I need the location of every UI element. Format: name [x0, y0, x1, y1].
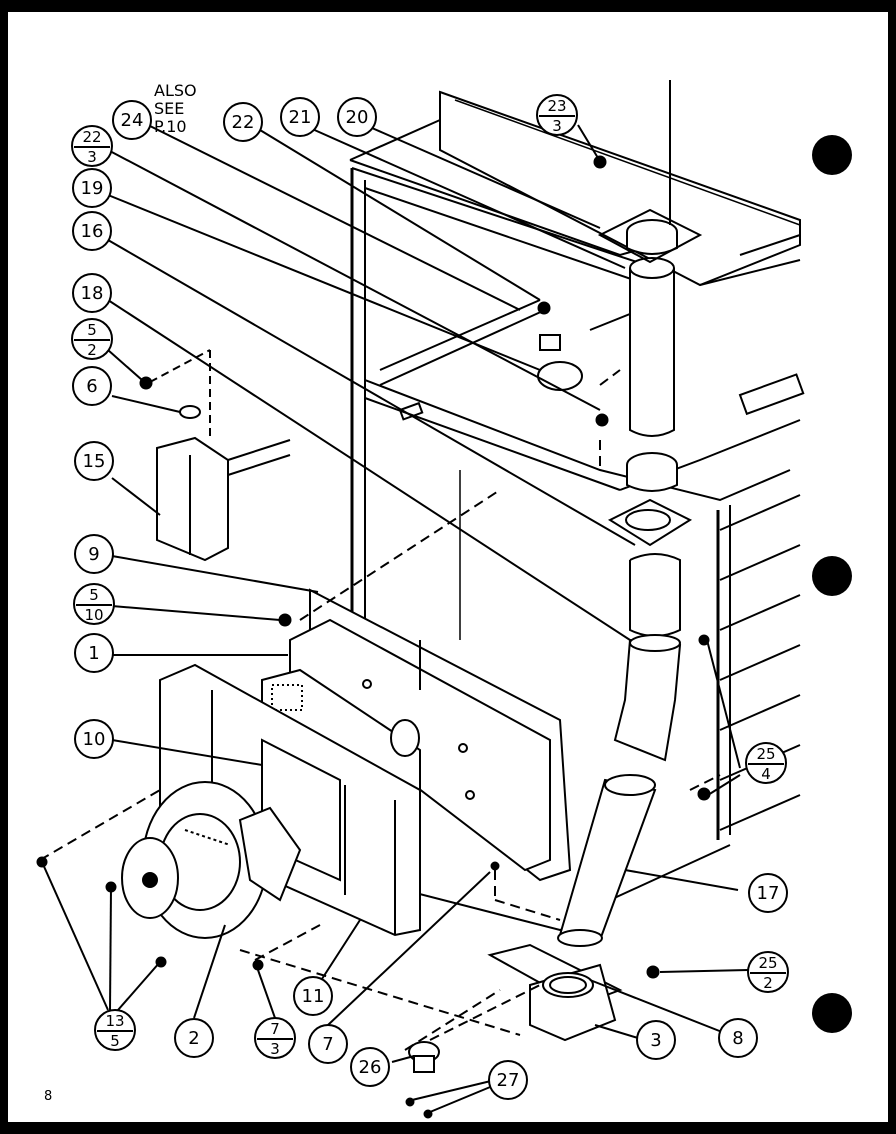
fraction-22-bottom: 3: [87, 148, 97, 166]
vent-base: [487, 943, 623, 1042]
fraction-5-2-top: 5: [87, 321, 97, 339]
heat-exchanger: [261, 588, 572, 882]
fraction-5-2-bottom: 2: [87, 341, 97, 359]
binder-hole-top: [812, 135, 852, 175]
callout-19: 19: [81, 178, 104, 199]
callout-8: 8: [732, 1028, 743, 1049]
callout-15: 15: [83, 451, 106, 472]
fraction-callouts: [71, 94, 789, 1059]
leader-lines: [41, 124, 749, 1113]
note-line-1: ALSO: [154, 81, 197, 100]
hardware-screws: [36, 155, 711, 1119]
callout-18: 18: [81, 283, 104, 304]
callout-3: 3: [650, 1030, 661, 1051]
fraction-7-3-top: 7: [270, 1020, 280, 1038]
fraction-25-2-top: 25: [758, 954, 777, 972]
callout-6: 6: [86, 376, 97, 397]
paper: [8, 12, 888, 1122]
callout-22: 22: [232, 112, 255, 133]
callout-9: 9: [88, 544, 99, 565]
callouts: [72, 97, 788, 1100]
fraction-13-5-bottom: 5: [110, 1032, 120, 1050]
callout-11: 11: [302, 986, 325, 1007]
callout-24: 24: [121, 110, 144, 131]
limit-switch: [408, 1041, 440, 1073]
fraction-25-4-top: 25: [756, 745, 775, 763]
callout-21: 21: [289, 107, 312, 128]
fraction-22-top: 22: [82, 128, 101, 146]
blower-motor: [121, 781, 302, 939]
explosion-lines: [39, 369, 721, 1051]
callout-7: 7: [322, 1034, 333, 1055]
fraction-7-3-bottom: 3: [270, 1040, 280, 1058]
callout-27: 27: [497, 1070, 520, 1091]
vent-pipe-upper: [597, 80, 703, 437]
binder-hole-bottom: [812, 993, 852, 1033]
fraction-25-4-bottom: 4: [761, 765, 771, 783]
vent-collar-mid: [607, 452, 693, 547]
fraction-23-bottom: 3: [552, 117, 562, 135]
callout-16: 16: [81, 221, 104, 242]
page-number: 8: [44, 1089, 52, 1104]
callout-2: 2: [188, 1028, 199, 1049]
note-line-2: SEE: [154, 99, 184, 118]
callout-20: 20: [346, 107, 369, 128]
note-line-3: P.10: [154, 117, 187, 136]
binder-hole-middle: [812, 556, 852, 596]
fraction-5-10-bottom: 10: [84, 606, 103, 624]
callout-10: 10: [83, 729, 106, 750]
fraction-25-2-bottom: 2: [763, 974, 773, 992]
fraction-5-10-top: 5: [89, 586, 99, 604]
fraction-13-5-top: 13: [105, 1012, 124, 1030]
fraction-23-top: 23: [547, 97, 566, 115]
vent-pipe-lower: [557, 553, 682, 947]
callout-1: 1: [88, 643, 99, 664]
callout-26: 26: [359, 1057, 382, 1078]
callout-labels: 24 22 21 20 19 16 18 6 15 9 1 10 17 2 11…: [81, 107, 780, 1091]
callout-17: 17: [757, 883, 780, 904]
control-box: [149, 349, 291, 562]
fraction-labels: 23 3 22 3 5 2 5 10 25 4 25 2 13 5 7 3: [82, 97, 777, 1058]
